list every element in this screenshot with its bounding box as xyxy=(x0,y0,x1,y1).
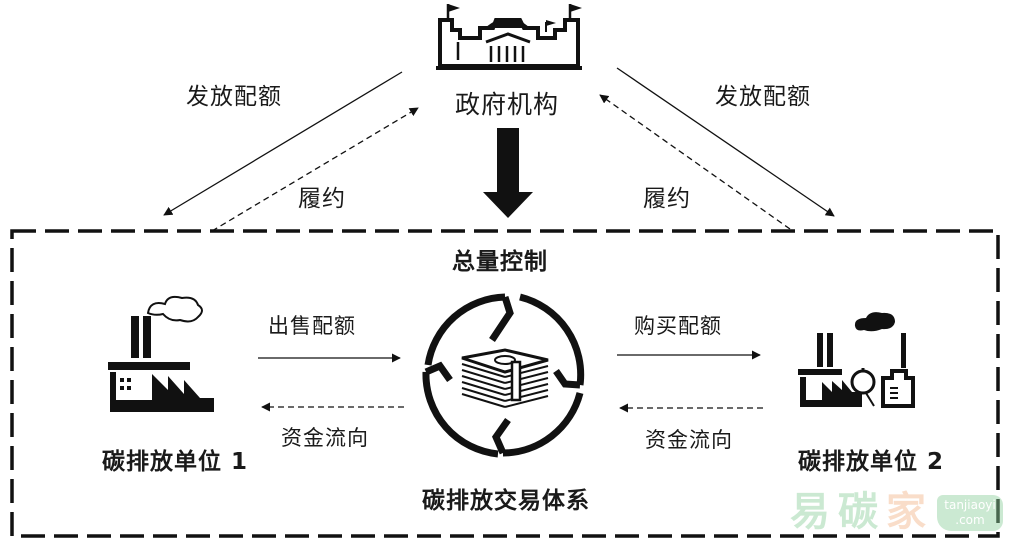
watermark-char-3: 家 xyxy=(886,489,926,535)
watermark-char-2: 碳 xyxy=(838,489,878,535)
cap-down-arrow xyxy=(483,128,533,218)
money-stack-icon xyxy=(461,348,549,408)
watermark-domain-line2: .com xyxy=(955,513,985,527)
trading-system-label: 碳排放交易体系 xyxy=(422,488,590,514)
issue-quota-label-left: 发放配额 xyxy=(186,84,282,110)
compliance-label-left: 履约 xyxy=(298,186,346,212)
industrial-plant-icon xyxy=(798,312,915,408)
watermark-badge: tanjiaoyi .com xyxy=(937,495,1003,531)
factory-icon xyxy=(108,295,214,412)
issue-quota-arrow-left xyxy=(163,71,403,216)
cap-control-label: 总量控制 xyxy=(452,249,548,275)
compliance-arrow-right xyxy=(599,94,791,230)
money-flow-label-right: 资金流向 xyxy=(645,428,733,452)
government-building-icon xyxy=(436,4,582,70)
watermark-domain-line1: tanjiaoyi xyxy=(944,498,996,512)
money-cycle-icon xyxy=(422,293,585,458)
government-label: 政府机构 xyxy=(455,90,560,119)
system-boundary-dashed-box xyxy=(10,229,1000,538)
compliance-label-right: 履约 xyxy=(643,186,691,212)
sell-quota-label: 出售配额 xyxy=(268,314,356,338)
issue-quota-label-right: 发放配额 xyxy=(715,84,811,110)
emitter-1-label: 碳排放单位 1 xyxy=(102,449,249,475)
emitter-2-label: 碳排放单位 2 xyxy=(798,449,945,475)
watermark-logo: 易 碳 家 tanjiaoyi .com xyxy=(790,488,1005,538)
buy-quota-label: 购买配额 xyxy=(634,314,722,338)
money-flow-label-left: 资金流向 xyxy=(281,426,369,450)
issue-quota-arrow-right xyxy=(616,67,835,217)
watermark-char-1: 易 xyxy=(790,489,830,535)
compliance-arrow-left xyxy=(211,107,419,232)
